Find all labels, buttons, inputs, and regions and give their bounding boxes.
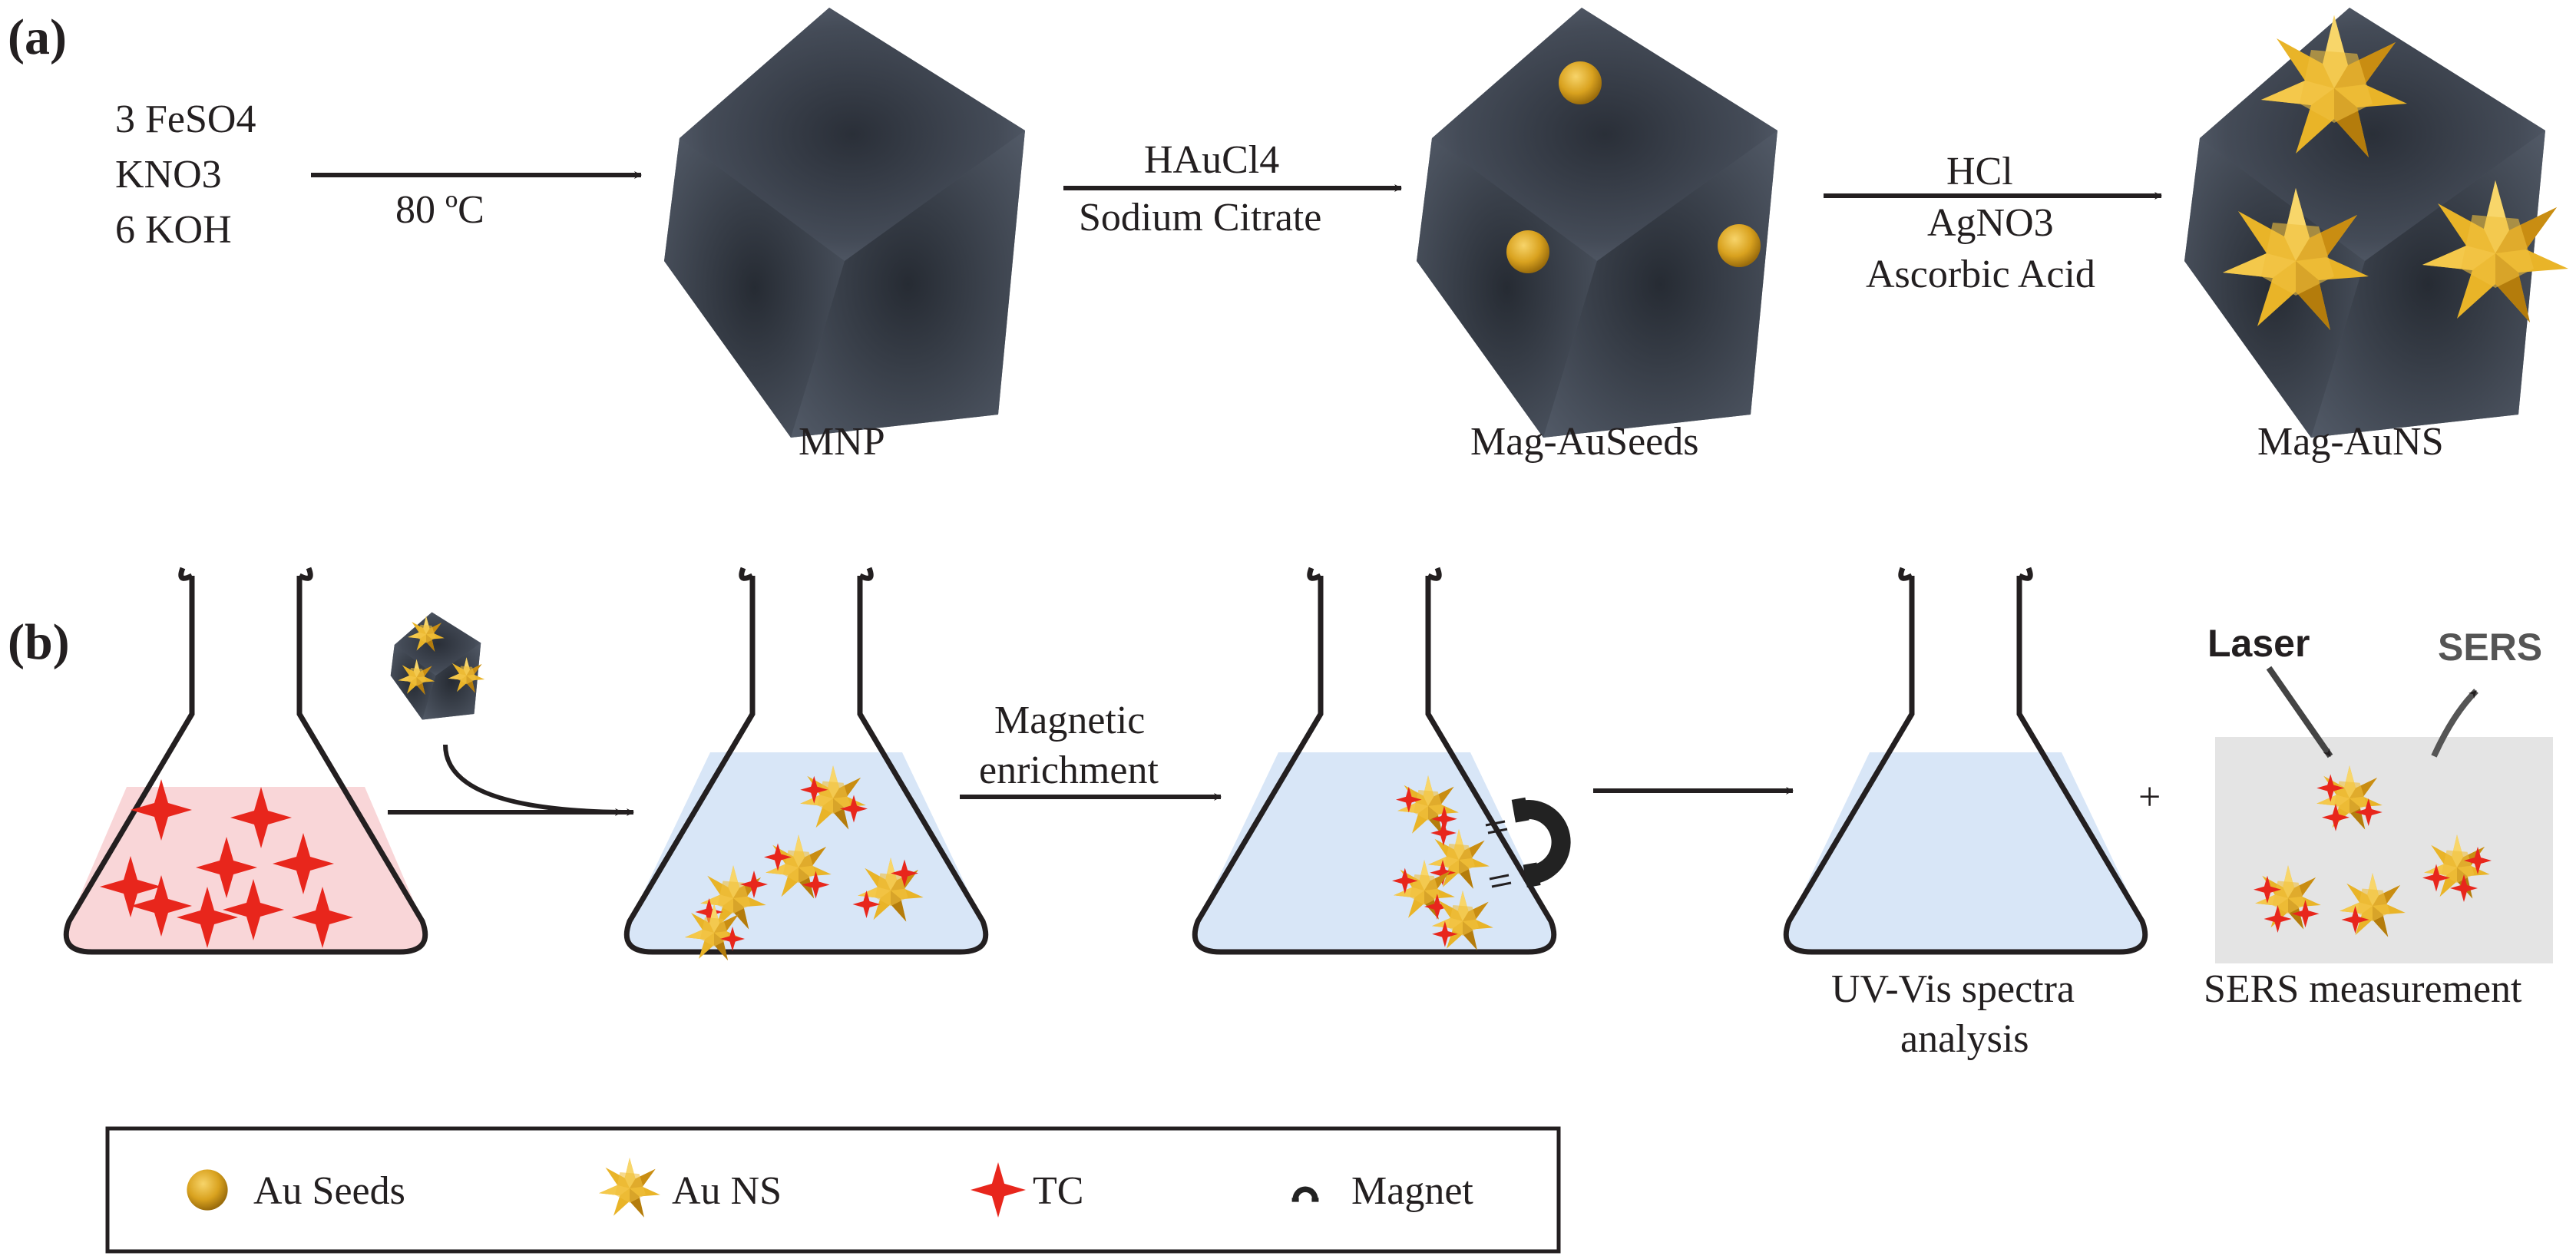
step3-reagent-2: AgNO3	[1927, 201, 2054, 245]
uvvis-label-1: UV-Vis spectra	[1831, 967, 2075, 1011]
sers-scatter-arrow	[2431, 689, 2478, 758]
mag-auns-addition	[390, 612, 485, 720]
au-seed-2	[1506, 230, 1549, 273]
uvvis-label-2: analysis	[1900, 1017, 2029, 1061]
legend-box	[105, 1126, 1561, 1254]
au-seed-3	[1718, 224, 1761, 267]
legend-tc: TC	[1033, 1169, 1083, 1213]
au-seed-1	[1559, 61, 1602, 104]
product-mag-auseeds-label: Mag-AuSeeds	[1470, 420, 1699, 464]
legend-au-seed-icon	[187, 1169, 228, 1211]
panel-a-label: (a)	[8, 9, 67, 65]
step3-reagent-1: HCl	[1946, 150, 2013, 193]
legend-au-ns: Au NS	[672, 1169, 782, 1213]
step3-reagent-3: Ascorbic Acid	[1866, 253, 2095, 296]
step2-reagent-1: HAuCl4	[1144, 138, 1279, 182]
flask-supernatant	[1786, 568, 2145, 952]
flask-magnetic-separation	[1195, 568, 1554, 952]
enrichment-label-1: Magnetic	[994, 699, 1145, 742]
panel-b-label: (b)	[8, 614, 70, 670]
legend-tc-star-icon	[971, 1162, 1026, 1218]
step2-reagent-2: Sodium Citrate	[1079, 196, 1321, 240]
legend-au-nanostar-icon	[599, 1158, 660, 1218]
legend-magnet: Magnet	[1351, 1169, 1473, 1213]
enrichment-label-2: enrichment	[979, 748, 1159, 792]
addition-curved-arrow	[443, 744, 623, 816]
product-mag-auns-label: Mag-AuNS	[2257, 420, 2444, 464]
plus-sign: +	[2138, 775, 2161, 819]
step1-condition: 80 ºC	[395, 188, 484, 232]
sers-measurement-label: SERS measurement	[2204, 967, 2522, 1011]
mnp-cube	[664, 8, 1025, 438]
laser-arrow	[2266, 666, 2333, 758]
sers-label: SERS	[2438, 626, 2542, 669]
magnetic-field-lines	[1485, 820, 1512, 888]
product-mnp-label: MNP	[799, 420, 885, 464]
flask-incubation	[627, 568, 986, 960]
reactant-2: KNO3	[115, 153, 222, 197]
reactant-1: 3 FeSO4	[115, 97, 256, 141]
flask-tc-solution	[66, 568, 425, 952]
legend-au-seeds: Au Seeds	[253, 1169, 405, 1213]
laser-label: Laser	[2207, 622, 2310, 665]
reactant-3: 6 KOH	[115, 208, 232, 252]
legend-magnet-icon	[1291, 1186, 1319, 1202]
